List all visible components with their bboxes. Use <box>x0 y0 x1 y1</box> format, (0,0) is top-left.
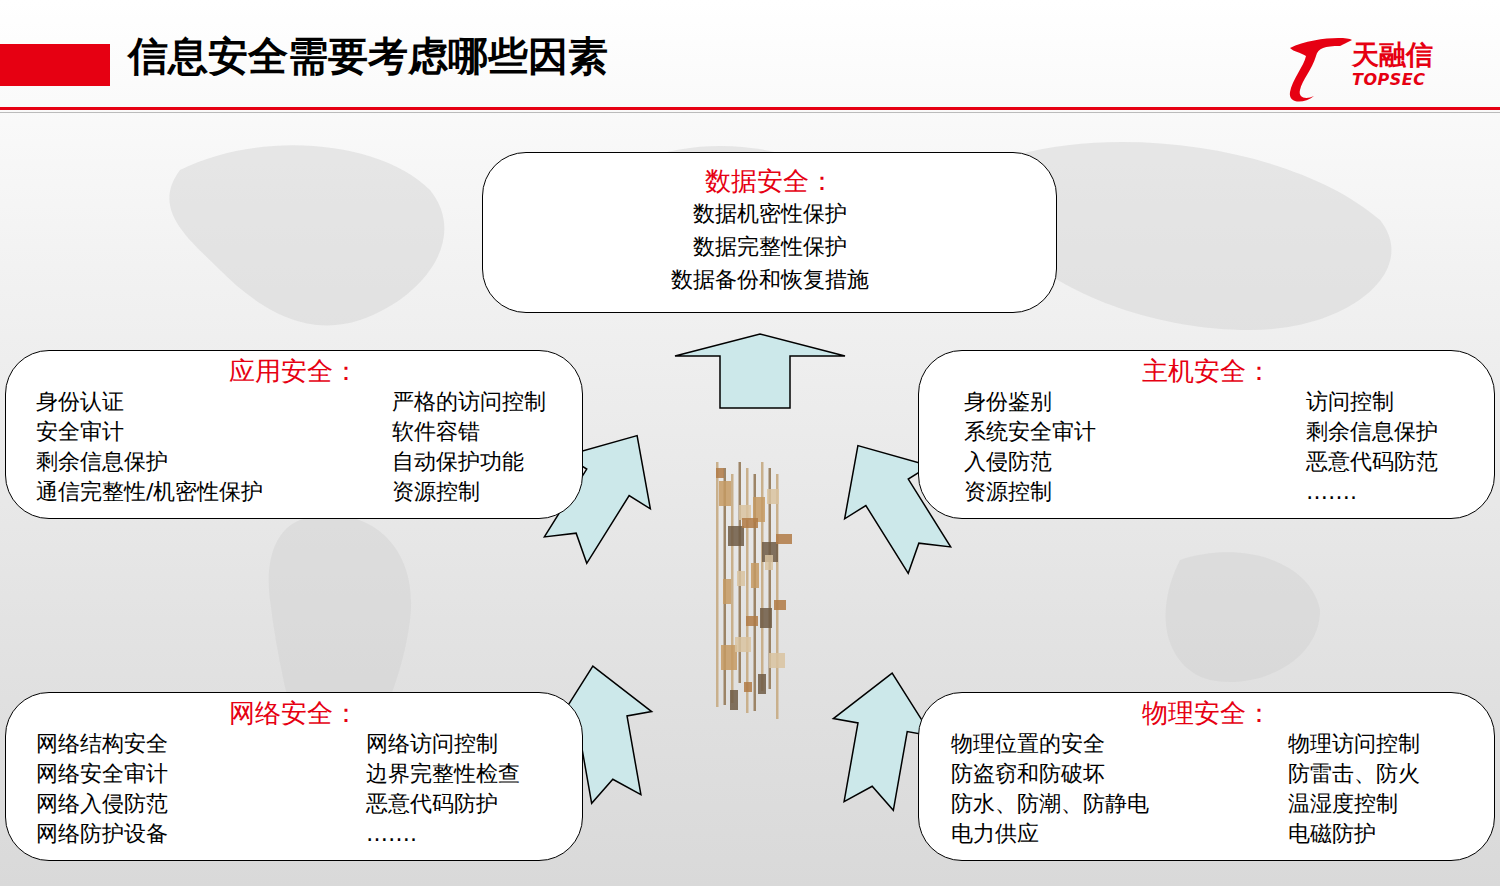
logo-text: TOPSEC <box>1352 71 1425 89</box>
block-arrows <box>523 334 972 815</box>
illustration-patch <box>739 505 751 520</box>
box-item: 数据机密性保护 <box>483 197 1056 230</box>
block-arrow <box>675 334 845 408</box>
illustration-stripe <box>746 468 749 713</box>
box-item: 剩余信息保护 <box>36 447 392 477</box>
box-body: 数据机密性保护数据完整性保护数据备份和恢复措施 <box>483 197 1056 296</box>
box-body: 身份鉴别访问控制系统安全审计剩余信息保护入侵防范恶意代码防范资源控制……. <box>919 387 1494 507</box>
box-heading: 数据安全： <box>483 165 1056 197</box>
box-heading: 物理安全： <box>919 697 1494 729</box>
illustration-patch <box>721 645 737 670</box>
box-item: 通信完整性/机密性保护 <box>36 477 392 507</box>
box-item: 身份鉴别 <box>964 387 1306 417</box>
rounded-box: 应用安全：身份认证严格的访问控制安全审计软件容错剩余信息保护自动保护功能通信完整… <box>5 350 583 519</box>
box-item: 安全审计 <box>36 417 392 447</box>
illustration-patch <box>737 571 745 586</box>
illustration-patch <box>746 616 758 626</box>
title-bar <box>0 44 110 86</box>
box-item: 网络结构安全 <box>36 729 366 759</box>
box-item: 剩余信息保护 <box>1306 417 1494 447</box>
illustration-patch <box>728 526 744 546</box>
box-item: 物理访问控制 <box>1288 729 1494 759</box>
box-body: 网络结构安全网络访问控制网络安全审计边界完整性检查网络入侵防范恶意代码防护网络防… <box>6 729 582 849</box>
illustration-patch <box>760 608 772 628</box>
box-heading: 网络安全： <box>6 697 582 729</box>
box-item: 温湿度控制 <box>1288 789 1494 819</box>
box-body: 物理位置的安全物理访问控制防盗窃和防破坏防雷击、防火防水、防潮、防静电温湿度控制… <box>919 729 1494 849</box>
box-item: 恶意代码防护 <box>366 789 582 819</box>
illustration-patch <box>744 682 752 692</box>
box-item: 网络入侵防范 <box>36 789 366 819</box>
logo-text: 天融信 <box>1352 40 1433 70</box>
illustration-patch <box>751 563 759 588</box>
center-illustration <box>716 462 792 719</box>
rounded-box: 物理安全：物理位置的安全物理访问控制防盗窃和防破坏防雷击、防火防水、防潮、防静电… <box>918 692 1495 861</box>
box-item: 数据完整性保护 <box>483 230 1056 263</box>
box-item: 防水、防潮、防静电 <box>951 789 1288 819</box>
box-item: ……. <box>366 819 582 849</box>
box-item: 访问控制 <box>1306 387 1494 417</box>
illustration-patch <box>758 674 766 694</box>
box-item: ……. <box>1306 477 1494 507</box>
box-item: 网络防护设备 <box>36 819 366 849</box>
illustration-patch <box>742 518 758 528</box>
box-item: 防盗窃和防破坏 <box>951 759 1288 789</box>
illustration-patch <box>774 600 786 610</box>
box-heading: 应用安全： <box>6 355 582 387</box>
illustration-patch <box>723 579 731 604</box>
box-body: 身份认证严格的访问控制安全审计软件容错剩余信息保护自动保护功能通信完整性/机密性… <box>6 387 582 507</box>
box-item: 严格的访问控制 <box>392 387 582 417</box>
box-item: 电磁防护 <box>1288 819 1494 849</box>
slide-title: 信息安全需要考虑哪些因素 <box>128 30 608 82</box>
illustration-patch <box>716 468 724 478</box>
box-item: 入侵防范 <box>964 447 1306 477</box>
header-rule-thin <box>0 112 1500 113</box>
box-item: 资源控制 <box>392 477 582 507</box>
box-item: 恶意代码防范 <box>1306 447 1494 477</box>
box-item: 物理位置的安全 <box>951 729 1288 759</box>
box-item: 身份认证 <box>36 387 392 417</box>
box-item: 边界完整性检查 <box>366 759 582 789</box>
illustration-patch <box>730 690 738 710</box>
rounded-box: 网络安全：网络结构安全网络访问控制网络安全审计边界完整性检查网络入侵防范恶意代码… <box>5 692 583 861</box>
illustration-stripe <box>761 462 764 691</box>
box-item: 软件容错 <box>392 417 582 447</box>
box-item: 资源控制 <box>964 477 1306 507</box>
logo-swoosh <box>1290 38 1352 102</box>
box-item: 网络访问控制 <box>366 729 582 759</box>
illustration-patch <box>776 534 792 544</box>
illustration-patch <box>719 481 731 506</box>
illustration-patch <box>765 555 773 570</box>
illustration-patch <box>769 653 785 668</box>
illustration-stripe <box>776 474 779 719</box>
illustration-stripe <box>716 462 719 707</box>
box-item: 防雷击、防火 <box>1288 759 1494 789</box>
rounded-box: 主机安全：身份鉴别访问控制系统安全审计剩余信息保护入侵防范恶意代码防范资源控制…… <box>918 350 1495 519</box>
box-item: 自动保护功能 <box>392 447 582 477</box>
box-item: 系统安全审计 <box>964 417 1306 447</box>
box-heading: 主机安全： <box>919 355 1494 387</box>
box-item: 电力供应 <box>951 819 1288 849</box>
box-item: 网络安全审计 <box>36 759 366 789</box>
illustration-patch <box>735 637 751 652</box>
box-item: 数据备份和恢复措施 <box>483 263 1056 296</box>
illustration-patch <box>767 489 779 504</box>
header-rule <box>0 107 1500 110</box>
rounded-box: 数据安全：数据机密性保护数据完整性保护数据备份和恢复措施 <box>482 152 1057 313</box>
